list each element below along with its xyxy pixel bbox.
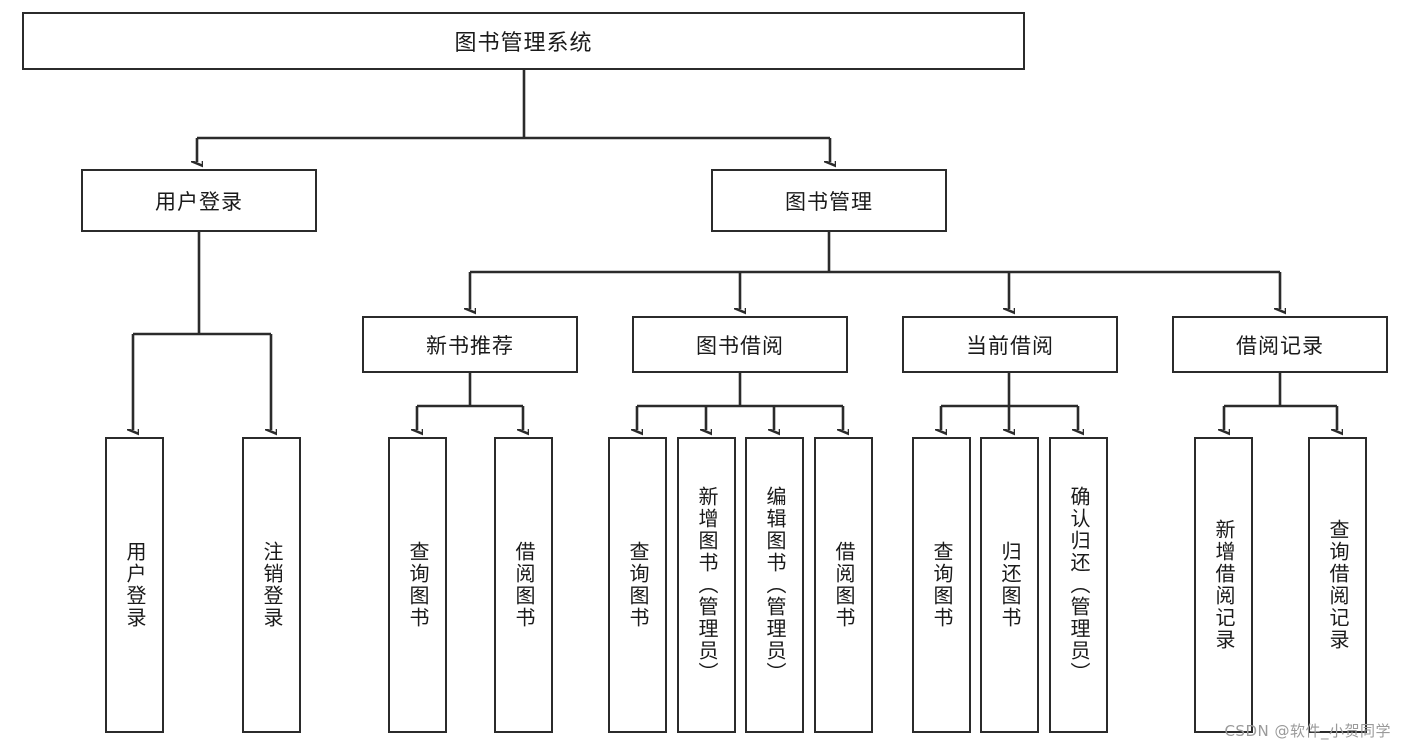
node-label: 归还图书 [998,541,1022,629]
leaf-user-login-login[interactable]: 用户登录 [105,437,164,733]
node-label: 查询图书 [626,541,650,629]
node-current-borrow[interactable]: 当前借阅 [902,316,1118,373]
leaf-current-borrow-return-book[interactable]: 归还图书 [980,437,1039,733]
node-label: 用户登录 [155,189,243,214]
leaf-user-login-logout[interactable]: 注销登录 [242,437,301,733]
node-label: 确认归还（管理员） [1067,486,1091,684]
node-label: 查询图书 [406,541,430,629]
node-label: 新增图书（管理员） [695,486,719,684]
node-borrow-record[interactable]: 借阅记录 [1172,316,1388,373]
leaf-new-book-query-book[interactable]: 查询图书 [388,437,447,733]
node-book-management[interactable]: 图书管理 [711,169,947,232]
watermark: CSDN @软件_小贺同学 [1224,722,1391,740]
leaf-current-borrow-confirm-return-admin[interactable]: 确认归还（管理员） [1049,437,1108,733]
node-user-login[interactable]: 用户登录 [81,169,317,232]
node-book-borrow[interactable]: 图书借阅 [632,316,848,373]
leaf-book-borrow-add-book-admin[interactable]: 新增图书（管理员） [677,437,736,733]
leaf-book-borrow-edit-book-admin[interactable]: 编辑图书（管理员） [745,437,804,733]
node-label: 查询图书 [930,541,954,629]
node-root-book-management-system[interactable]: 图书管理系统 [22,12,1025,70]
node-label: 编辑图书（管理员） [763,486,787,684]
node-label: 借阅图书 [832,541,856,629]
node-label: 借阅图书 [512,541,536,629]
leaf-current-borrow-query-book[interactable]: 查询图书 [912,437,971,733]
node-label: 图书借阅 [696,333,784,358]
leaf-book-borrow-borrow-book[interactable]: 借阅图书 [814,437,873,733]
node-new-book-recommend[interactable]: 新书推荐 [362,316,578,373]
node-label: 新增借阅记录 [1212,519,1236,651]
node-label: 新书推荐 [426,333,514,358]
node-label: 查询借阅记录 [1326,519,1350,651]
node-label: 当前借阅 [966,333,1054,358]
leaf-new-book-borrow-book[interactable]: 借阅图书 [494,437,553,733]
node-label: 图书管理 [785,189,873,214]
node-label: 用户登录 [123,541,147,629]
node-label: 图书管理系统 [454,31,593,56]
leaf-borrow-record-query-record[interactable]: 查询借阅记录 [1308,437,1367,733]
node-label: 注销登录 [260,541,284,629]
node-label: 借阅记录 [1236,333,1324,358]
leaf-borrow-record-add-record[interactable]: 新增借阅记录 [1194,437,1253,733]
leaf-book-borrow-query-book[interactable]: 查询图书 [608,437,667,733]
